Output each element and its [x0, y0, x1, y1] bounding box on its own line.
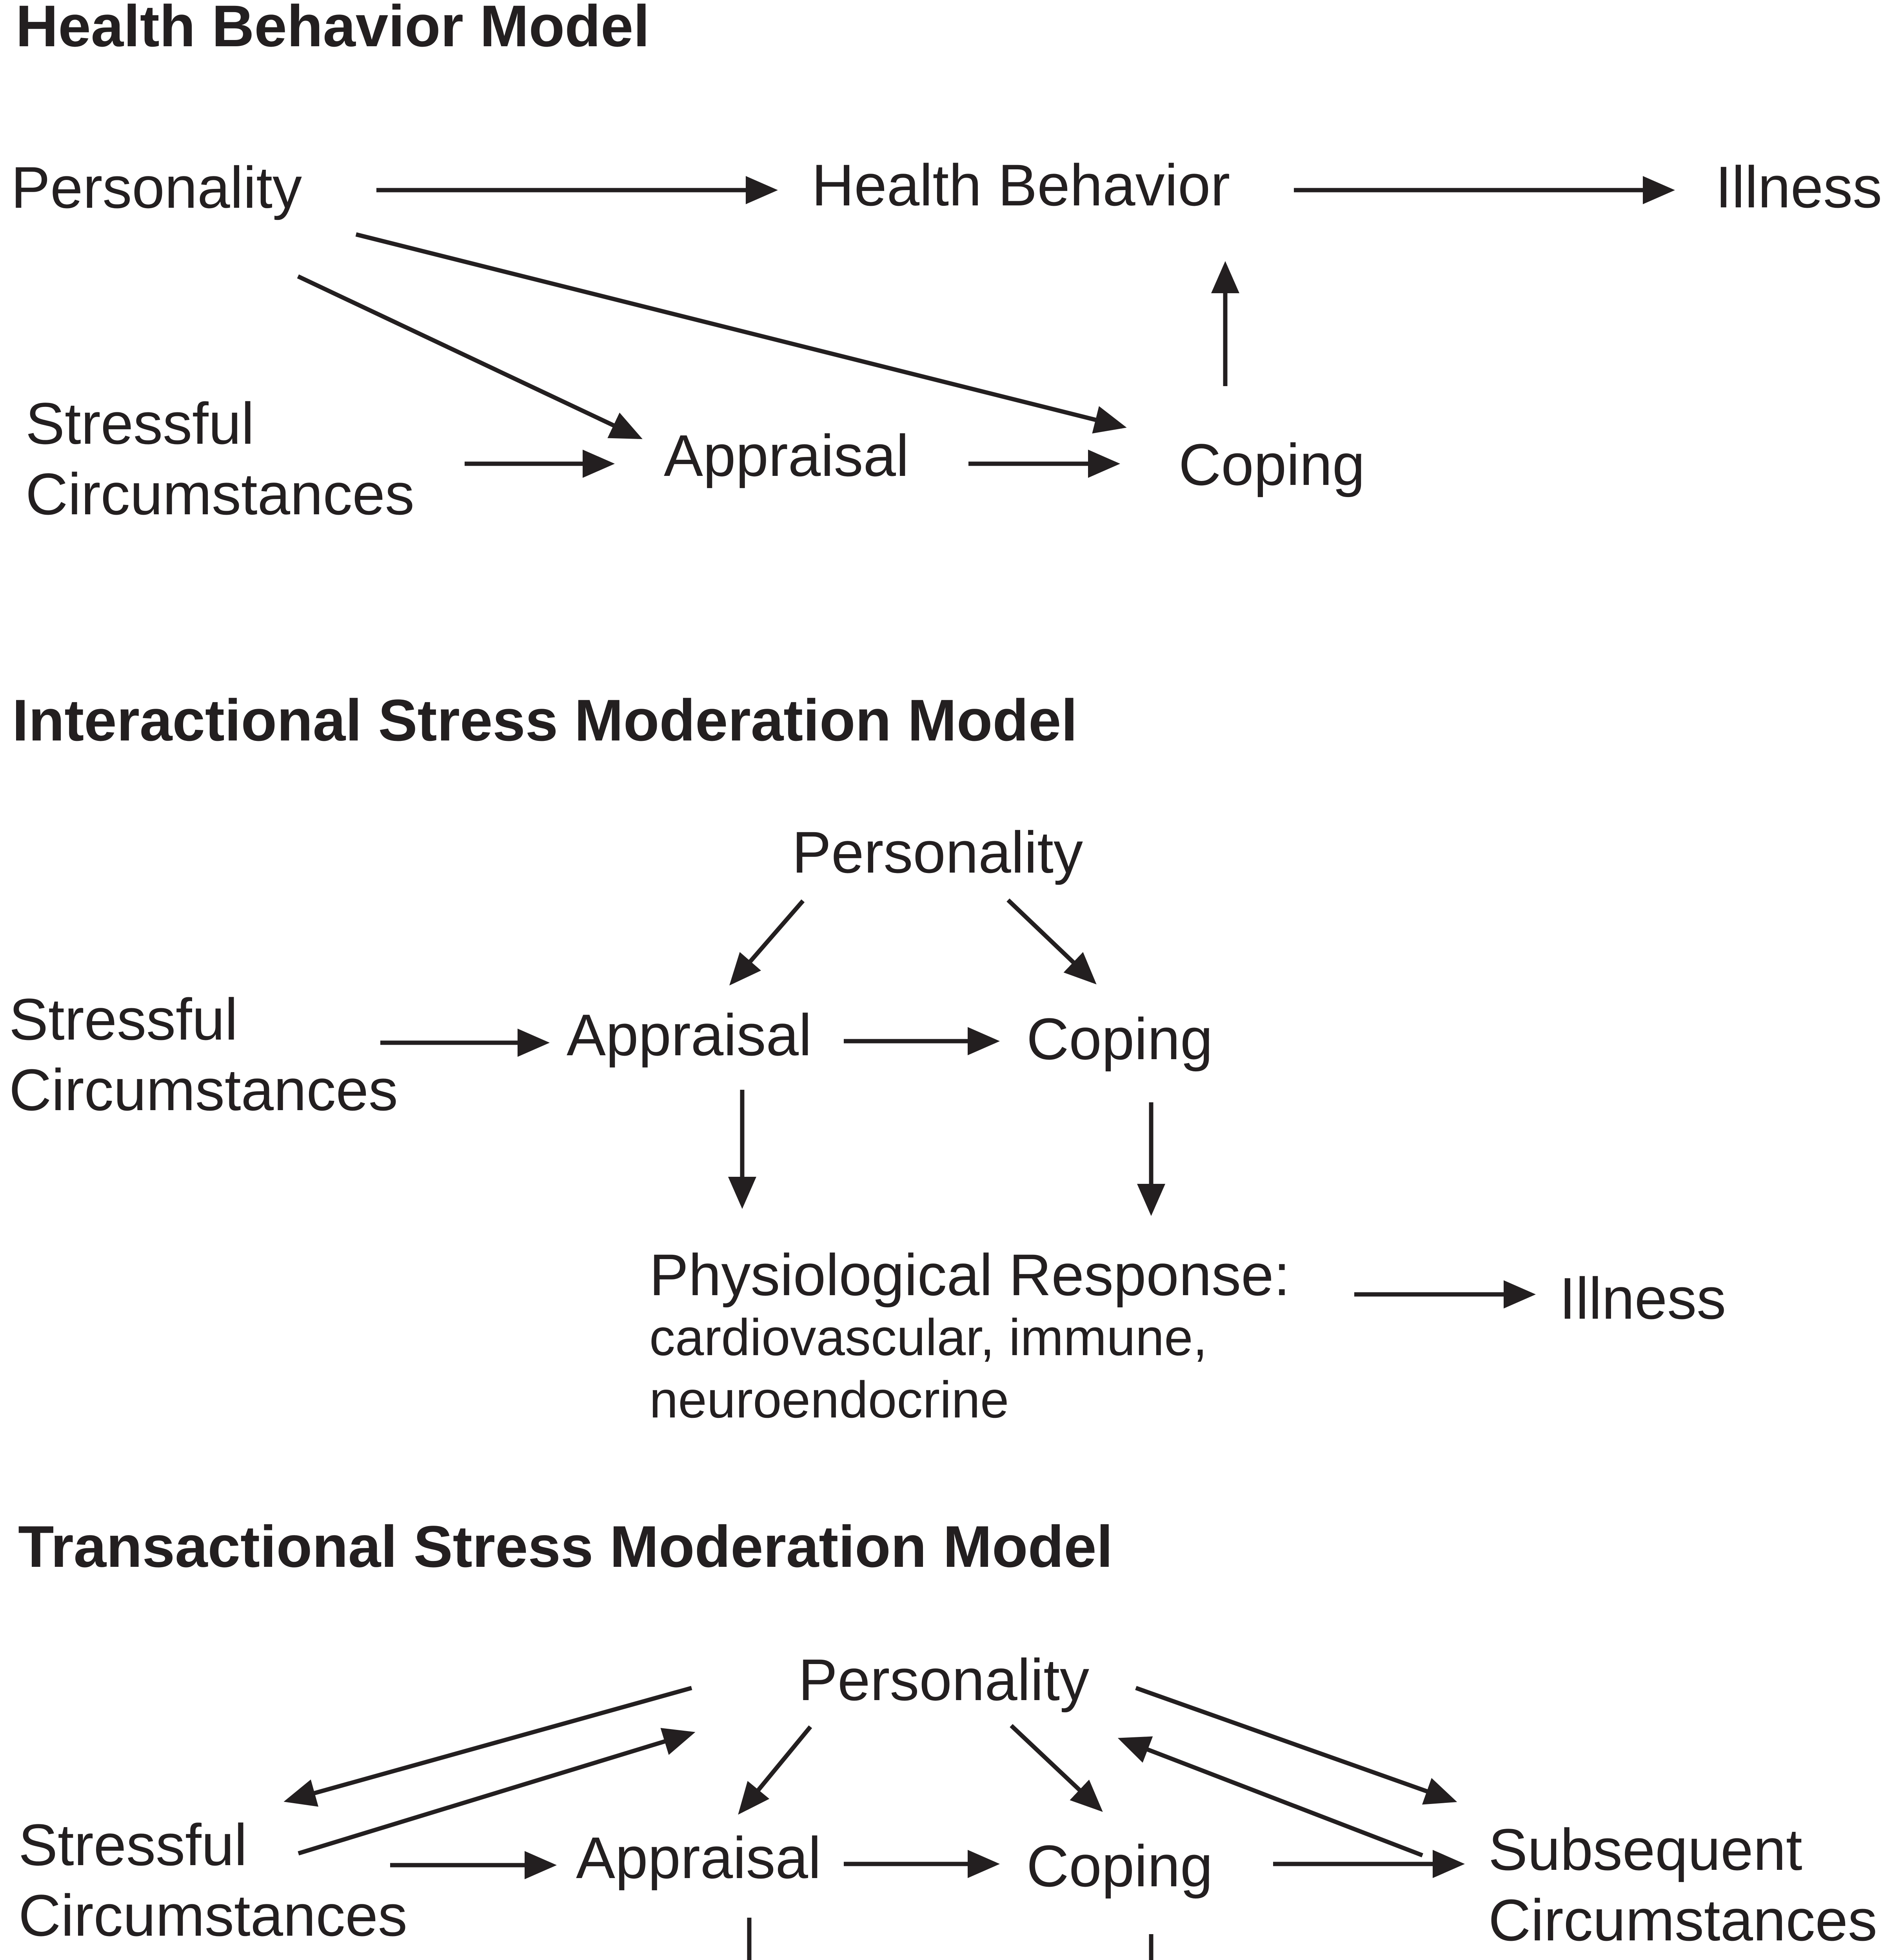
node-appraisal-m3: Appraisal — [576, 1825, 821, 1891]
node-phys-response-detail2-m2: neuroendocrine — [649, 1371, 1009, 1428]
node-stressful-circumstances-m3: Stressful Circumstances — [18, 1812, 407, 1948]
node-stressful-circumstances-m1: Stressful Circumstances — [25, 390, 414, 527]
node-coping-m1: Coping — [1179, 432, 1365, 497]
model2-title: Interactional Stress Moderation Model — [12, 687, 1078, 753]
arrow-m3-subsequent-to-personality — [1117, 1736, 1423, 1858]
arrow-m2-personality-to-appraisal — [729, 899, 805, 986]
node-coping-m3: Coping — [1026, 1833, 1213, 1899]
node-phys-response-m2: Physiological Response: — [649, 1242, 1290, 1308]
node-illness-m2: Illness — [1559, 1265, 1726, 1331]
node-phys-response-detail1-m2: cardiovascular, immune, — [649, 1308, 1208, 1366]
model3-title: Transactional Stress Moderation Model — [18, 1514, 1113, 1579]
arrow-m3-stressful-to-personality — [298, 1728, 696, 1856]
node-appraisal-m2: Appraisal — [567, 1002, 812, 1068]
arrow-m3-personality-to-appraisal — [738, 1725, 812, 1815]
node-personality-m3: Personality — [798, 1647, 1090, 1713]
arrow-m3-personality-to-stressful — [283, 1686, 692, 1807]
node-personality-m1: Personality — [11, 154, 302, 220]
model1-title: Health Behavior Model — [16, 0, 650, 59]
node-subsequent-circumstances-m3: Subsequent Circumstances — [1488, 1817, 1877, 1953]
arrow-m3-personality-to-subsequent — [1135, 1686, 1457, 1805]
node-illness-m1: Illness — [1715, 154, 1882, 220]
arrow-m2-personality-to-coping — [1006, 898, 1097, 985]
node-appraisal-m1: Appraisal — [664, 423, 909, 488]
node-personality-m2: Personality — [792, 819, 1083, 885]
node-stressful-circumstances-m2: Stressful Circumstances — [9, 986, 398, 1123]
node-health-behavior-m1: Health Behavior — [812, 152, 1230, 218]
arrow-m3-personality-to-coping — [1010, 1724, 1103, 1812]
node-coping-m2: Coping — [1026, 1006, 1213, 1072]
arrow-m1-personality-to-appraisal — [297, 274, 643, 439]
arrow-m1-personality-to-coping — [355, 232, 1127, 434]
